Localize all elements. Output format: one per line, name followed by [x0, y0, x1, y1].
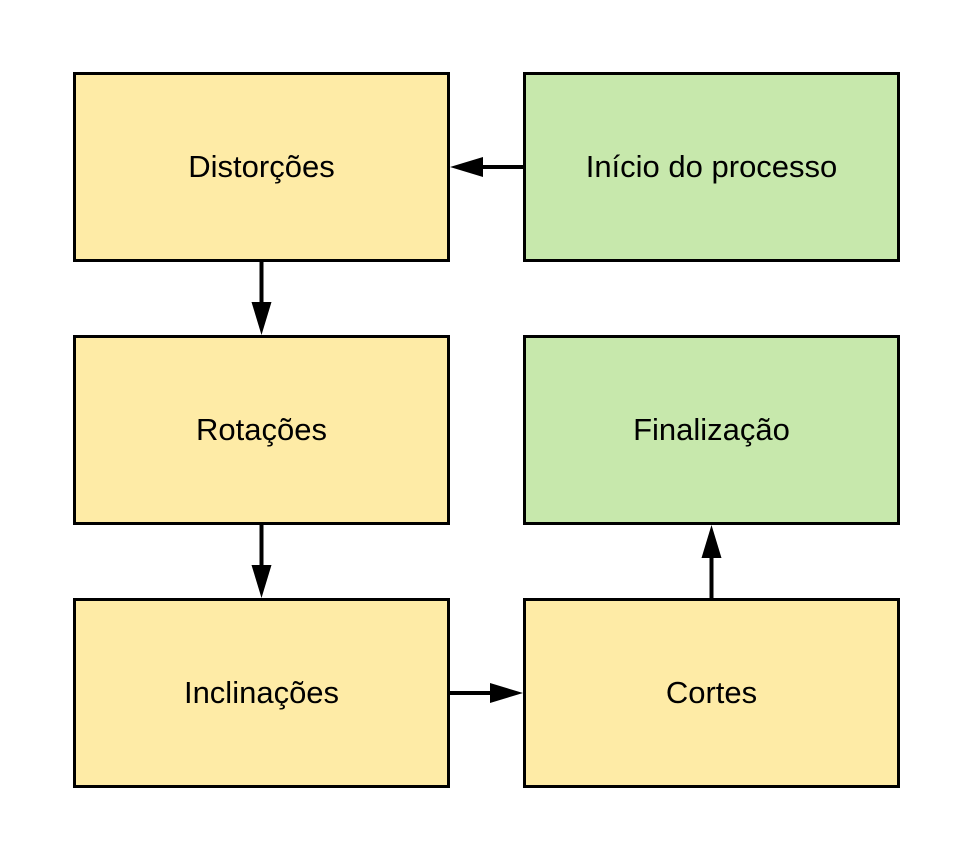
- node-label-finalizacao: Finalização: [633, 412, 790, 447]
- node-finalizacao: Finalização: [523, 335, 900, 525]
- node-distorcoes: Distorções: [73, 72, 450, 262]
- arrow-rotacoes-to-inclinacoes: [251, 525, 272, 598]
- arrowhead-icon: [490, 683, 523, 703]
- arrow-inclinacoes-to-cortes: [450, 683, 523, 703]
- node-label-cortes: Cortes: [665, 675, 758, 710]
- arrowhead-icon: [701, 525, 722, 558]
- arrow-inicio-to-distorcoes: [450, 157, 523, 177]
- node-inicio-do-processo: Início do processo: [523, 72, 900, 262]
- arrowhead-icon: [251, 565, 272, 598]
- node-label-rotacoes: Rotações: [196, 412, 327, 447]
- node-label-inclinacoes: Inclinações: [183, 675, 340, 710]
- arrow-distorcoes-to-rotacoes: [251, 262, 272, 335]
- node-label-inicio-do-processo: Início do processo: [585, 149, 838, 184]
- node-inclinacoes: Inclinações: [73, 598, 450, 788]
- arrowhead-icon: [251, 302, 272, 335]
- arrow-cortes-to-finalizacao: [701, 525, 722, 598]
- node-cortes: Cortes: [523, 598, 900, 788]
- arrowhead-icon: [450, 157, 483, 177]
- node-label-distorcoes: Distorções: [188, 149, 335, 184]
- node-rotacoes: Rotações: [73, 335, 450, 525]
